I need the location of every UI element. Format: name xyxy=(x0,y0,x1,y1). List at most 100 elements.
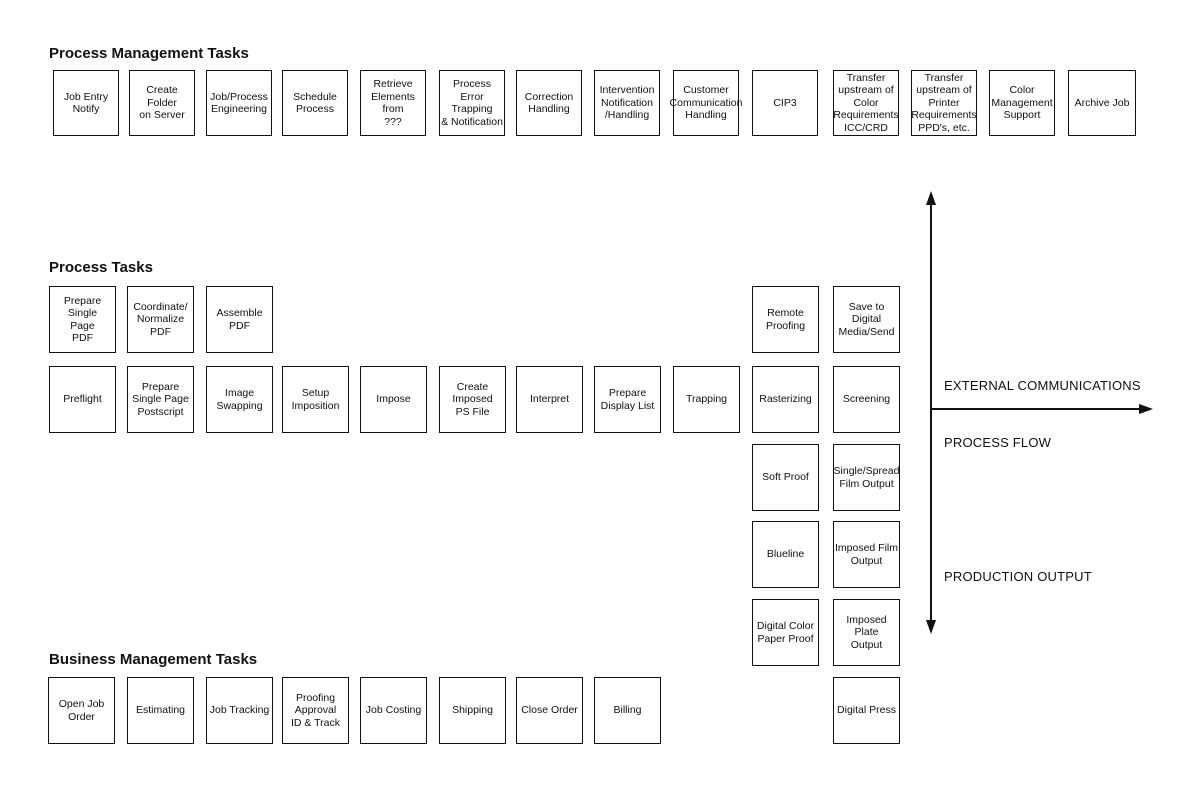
external-communications-label: EXTERNAL COMMUNICATIONS xyxy=(944,378,1141,393)
pt-box-imposed-plate-output: Imposed Plate Output xyxy=(833,599,900,666)
box-label: Transfer upstream of Printer Requirement… xyxy=(911,71,977,134)
arrow-right-head xyxy=(1139,404,1153,414)
arrow-up-head xyxy=(926,191,936,205)
pt-box-screening: Screening xyxy=(833,366,900,433)
bm-box-shipping: Shipping xyxy=(439,677,506,744)
pm-box-intervention-notification: Intervention Notification /Handling xyxy=(594,70,660,136)
box-label: Job Entry Notify xyxy=(63,90,109,116)
pt-box-create-imposed-ps-file: Create Imposed PS File xyxy=(439,366,506,433)
pt-box-setup-imposition: Setup Imposition xyxy=(282,366,349,433)
box-label: Screening xyxy=(842,393,891,406)
pt-box-digital-color-paper-proof: Digital Color Paper Proof xyxy=(752,599,819,666)
bm-box-job-costing: Job Costing xyxy=(360,677,427,744)
pt-box-save-to-digital-media: Save to Digital Media/Send xyxy=(833,286,900,353)
pt-box-interpret: Interpret xyxy=(516,366,583,433)
box-label: Process Error Trapping & Notification xyxy=(441,78,503,128)
pt-box-blueline: Blueline xyxy=(752,521,819,588)
box-label: Assemble PDF xyxy=(216,307,263,332)
box-label: Archive Job xyxy=(1074,96,1130,109)
box-label: Retrieve Elements from ??? xyxy=(371,78,415,128)
pm-box-transfer-color: Transfer upstream of Color Requirements … xyxy=(833,70,899,136)
pt-box-prepare-single-page-pdf: Prepare Single Page PDF xyxy=(49,286,116,353)
pt-box-image-swapping: Image Swapping xyxy=(206,366,273,433)
box-label: Blueline xyxy=(766,548,805,561)
pm-box-schedule-process: Schedule Process xyxy=(282,70,348,136)
process-tasks-title: Process Tasks xyxy=(49,259,153,276)
pt-box-soft-proof: Soft Proof xyxy=(752,444,819,511)
box-label: Job Tracking xyxy=(209,704,270,717)
pt-box-remote-proofing: Remote Proofing xyxy=(752,286,819,353)
bm-box-proofing-approval: Proofing Approval ID & Track xyxy=(282,677,349,744)
pm-box-transfer-printer: Transfer upstream of Printer Requirement… xyxy=(911,70,977,136)
pm-box-archive-job: Archive Job xyxy=(1068,70,1136,136)
box-label: Proofing Approval ID & Track xyxy=(290,691,340,729)
pt-box-single-spread-film-output: Single/Spread Film Output xyxy=(833,444,900,511)
box-label: Save to Digital Media/Send xyxy=(838,300,895,338)
arrow-down-head xyxy=(926,620,936,634)
pt-box-coordinate-normalize-pdf: Coordinate/ Normalize PDF xyxy=(127,286,194,353)
box-label: Soft Proof xyxy=(762,471,809,484)
pt-box-trapping: Trapping xyxy=(673,366,740,433)
box-label: Image Swapping xyxy=(216,387,263,412)
box-label: Prepare Single Page Postscript xyxy=(132,380,189,418)
pm-box-correction-handling: Correction Handling xyxy=(516,70,582,136)
box-label: Estimating xyxy=(135,704,186,717)
box-label: Correction Handling xyxy=(524,90,574,116)
box-label: Imposed Plate Output xyxy=(846,613,887,651)
pm-box-job-entry: Job Entry Notify xyxy=(53,70,119,136)
box-label: Trapping xyxy=(685,393,728,406)
bm-box-billing: Billing xyxy=(594,677,661,744)
box-label: Billing xyxy=(613,704,642,717)
box-label: Single/Spread Film Output xyxy=(833,465,900,490)
bm-box-close-order: Close Order xyxy=(516,677,583,744)
pt-box-prepare-display-list: Prepare Display List xyxy=(594,366,661,433)
pm-box-color-management: Color Management Support xyxy=(989,70,1055,136)
pm-box-customer-communication: Customer Communication Handling xyxy=(670,70,742,136)
box-label: Shipping xyxy=(452,704,493,717)
box-label: Prepare Display List xyxy=(600,387,655,412)
box-label: Customer Communication Handling xyxy=(669,84,743,122)
pm-box-process-error: Process Error Trapping & Notification xyxy=(439,70,505,136)
process-flow-label: PROCESS FLOW xyxy=(944,435,1052,450)
box-label: Setup Imposition xyxy=(291,387,340,412)
box-label: Prepare Single Page PDF xyxy=(63,294,102,345)
box-label: Preflight xyxy=(63,393,102,406)
box-label: CIP3 xyxy=(773,96,797,109)
business-management-title: Business Management Tasks xyxy=(49,651,258,668)
pm-box-job-process-engineering: Job/Process Engineering xyxy=(206,70,272,136)
box-label: Rasterizing xyxy=(759,393,812,406)
bm-box-job-tracking: Job Tracking xyxy=(206,677,273,744)
box-label: Open Job Order xyxy=(58,698,105,723)
box-label: Remote Proofing xyxy=(765,307,806,332)
pt-box-rasterizing: Rasterizing xyxy=(752,366,819,433)
box-label: Intervention Notification /Handling xyxy=(599,84,655,122)
bm-box-open-job-order: Open Job Order xyxy=(48,677,115,744)
box-label: Schedule Process xyxy=(293,90,337,116)
pt-box-assemble-pdf: Assemble PDF xyxy=(206,286,273,353)
process-management-title: Process Management Tasks xyxy=(49,45,249,62)
bm-box-estimating: Estimating xyxy=(127,677,194,744)
pt-box-preflight: Preflight xyxy=(49,366,116,433)
production-output-label: PRODUCTION OUTPUT xyxy=(944,569,1092,584)
box-label: Job Costing xyxy=(365,704,422,717)
pm-box-cip3: CIP3 xyxy=(752,70,818,136)
pt-box-imposed-film-output: Imposed Film Output xyxy=(833,521,900,588)
box-label: Color Management Support xyxy=(991,84,1053,122)
box-label: Transfer upstream of Color Requirements … xyxy=(833,71,899,134)
box-label: Create Folder on Server xyxy=(139,84,185,122)
box-label: Job/Process Engineering xyxy=(210,90,268,116)
pt-box-impose: Impose xyxy=(360,366,427,433)
box-label: Digital Color Paper Proof xyxy=(756,620,815,645)
box-label: Interpret xyxy=(529,393,570,406)
pm-box-create-folder: Create Folder on Server xyxy=(129,70,195,136)
box-label: Close Order xyxy=(521,704,578,717)
box-label: Impose xyxy=(376,393,411,406)
pt-box-prepare-single-page-postscript: Prepare Single Page Postscript xyxy=(127,366,194,433)
pm-box-retrieve-elements: Retrieve Elements from ??? xyxy=(360,70,426,136)
box-label: Create Imposed PS File xyxy=(452,380,493,418)
box-label: Imposed Film Output xyxy=(834,542,898,567)
box-label: Coordinate/ Normalize PDF xyxy=(133,300,188,338)
pt-box-digital-press: Digital Press xyxy=(833,677,900,744)
box-label: Digital Press xyxy=(837,704,896,717)
